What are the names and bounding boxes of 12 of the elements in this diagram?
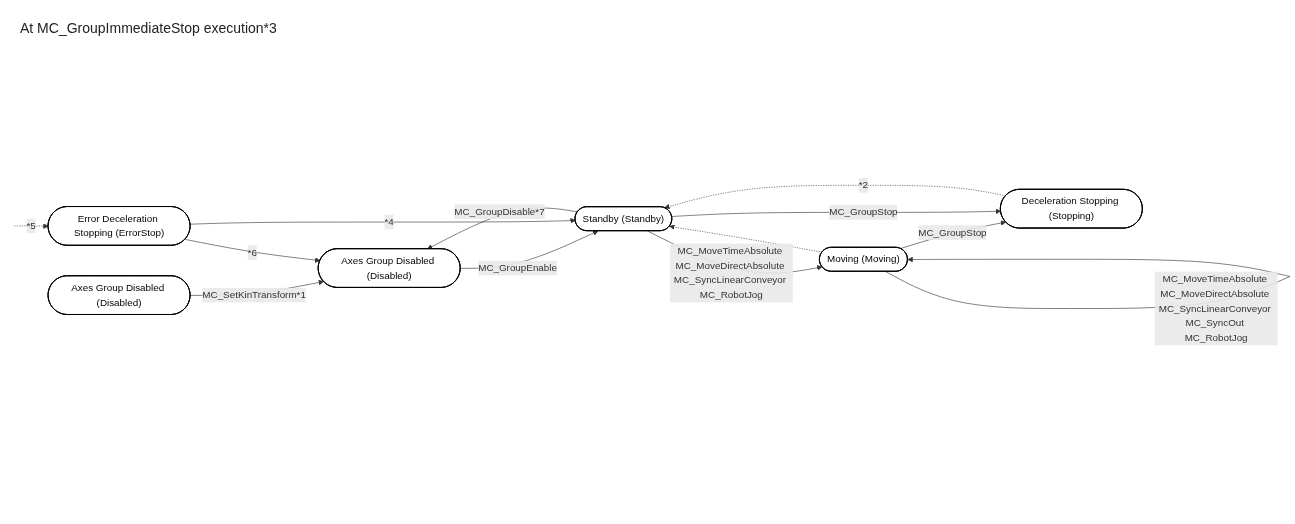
edge-label: MC_MoveTimeAbsolute MC_MoveDirectAbsolute MC_SyncLinearConveyor MC_SyncOut MC_RobotJog [1158,273,1271,344]
edge-label: *2 [858,180,869,191]
edge-label: MC_MoveTimeAbsolute MC_MoveDirectAbsolute MC_SyncLinearConveyor MC_RobotJog [673,245,787,301]
edge-label: MC_GroupStop [829,207,898,218]
edge-label: MC_SetKinTransform*1 [202,289,306,301]
edge-label: *6 [247,247,257,258]
edge-label: MC_GroupStop [918,227,987,238]
edge-label: MC_GroupEnable [478,262,557,274]
edge-label: *5 [26,220,36,232]
edge-label: MC_GroupDisable*7 [454,206,545,217]
note-text: At MC_GroupImmediateStop execution*3 [20,20,277,36]
edge-label: *4 [384,216,394,228]
